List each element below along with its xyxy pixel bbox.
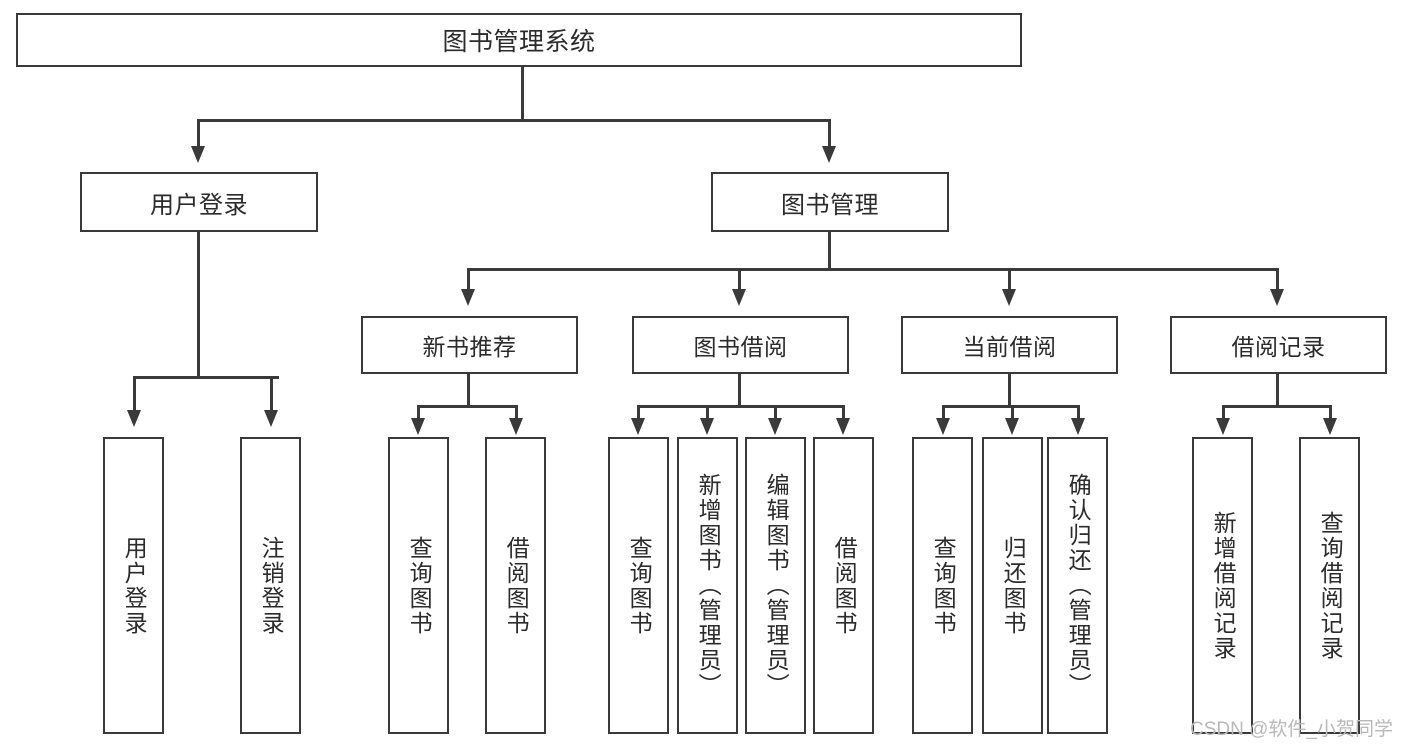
arrowhead-to-leaf-query-book-1 — [411, 418, 425, 435]
node-label: 借阅图书 — [831, 535, 858, 636]
node-label: 查询图书 — [930, 535, 957, 636]
node-label: 新增图书（管理员） — [695, 473, 722, 698]
leaf-query-book-1[interactable]: 查询图书 — [388, 437, 449, 734]
leaf-add-book-admin[interactable]: 新增图书（管理员） — [677, 437, 738, 734]
arrowhead-to-book-management — [822, 146, 836, 163]
connector-to-leaf-query-borrow-record — [1329, 405, 1332, 419]
arrowhead-to-leaf-logout-login — [264, 410, 278, 427]
node-label: 用户登录 — [150, 191, 248, 219]
leaf-user-login[interactable]: 用户登录 — [103, 437, 164, 734]
arrowhead-to-leaf-add-borrow-record — [1216, 418, 1230, 435]
connector-root-bus — [197, 119, 829, 122]
connector-book-borrow-stem — [738, 374, 741, 407]
connector-to-leaf-edit-book-admin — [774, 405, 777, 419]
connector-borrow-record-stem — [1276, 374, 1279, 407]
node-label: 借阅图书 — [503, 535, 530, 636]
node-label: 图书管理 — [781, 191, 879, 219]
arrowhead-to-borrow-record — [1270, 289, 1284, 306]
connector-to-leaf-return-book — [1011, 405, 1014, 419]
arrowhead-to-leaf-user-login — [127, 410, 141, 427]
arrowhead-to-leaf-query-borrow-record — [1323, 418, 1337, 435]
node-label: 图书借阅 — [693, 334, 788, 360]
connector-user-login-bus — [133, 376, 279, 379]
connector-current-borrow-bus — [942, 405, 1079, 408]
node-new-book-recommend[interactable]: 新书推荐 — [361, 316, 578, 374]
node-label: 注销登录 — [258, 535, 285, 636]
arrowhead-to-leaf-return-book — [1005, 418, 1019, 435]
connector-to-leaf-add-book-admin — [706, 405, 709, 419]
arrowhead-to-leaf-add-book-admin — [700, 418, 714, 435]
connector-to-leaf-query-book-2 — [637, 405, 640, 419]
leaf-add-borrow-record[interactable]: 新增借阅记录 — [1192, 437, 1253, 734]
connector-level3-bus — [467, 268, 1279, 271]
connector-to-leaf-query-book-1 — [417, 405, 420, 419]
node-book-borrow[interactable]: 图书借阅 — [632, 316, 849, 374]
node-label: 图书管理系统 — [442, 28, 596, 56]
connector-to-new-book-recommend — [467, 268, 470, 290]
node-label: 确认归还（管理员） — [1065, 473, 1092, 698]
arrowhead-to-book-borrow — [732, 289, 746, 306]
arrowhead-to-leaf-edit-book-admin — [768, 418, 782, 435]
node-label: 用户登录 — [121, 535, 148, 636]
arrowhead-to-leaf-borrow-book-1 — [509, 418, 523, 435]
connector-to-leaf-confirm-return-admin — [1077, 405, 1080, 419]
arrowhead-to-leaf-borrow-book-2 — [836, 418, 850, 435]
connector-new-book-recommend-stem — [467, 374, 470, 407]
node-label: 新书推荐 — [422, 334, 517, 360]
leaf-confirm-return-admin[interactable]: 确认归还（管理员） — [1047, 437, 1108, 734]
leaf-query-book-3[interactable]: 查询图书 — [912, 437, 973, 734]
arrowhead-to-new-book-recommend — [461, 289, 475, 306]
node-book-management[interactable]: 图书管理 — [711, 172, 949, 232]
node-label: 当前借阅 — [962, 334, 1057, 360]
leaf-logout-login[interactable]: 注销登录 — [240, 437, 301, 734]
node-label: 借阅记录 — [1231, 334, 1326, 360]
connector-current-borrow-stem — [1008, 374, 1011, 407]
connector-user-login-stem — [197, 232, 200, 378]
node-user-login[interactable]: 用户登录 — [80, 172, 318, 232]
connector-root-to-user-login — [197, 119, 200, 147]
node-label: 查询图书 — [406, 535, 433, 636]
arrowhead-to-leaf-query-book-3 — [936, 418, 950, 435]
leaf-borrow-book-1[interactable]: 借阅图书 — [485, 437, 546, 734]
node-root-system[interactable]: 图书管理系统 — [16, 13, 1022, 67]
arrowhead-to-leaf-query-book-2 — [631, 418, 645, 435]
connector-book-borrow-bus — [637, 405, 843, 408]
leaf-borrow-book-2[interactable]: 借阅图书 — [813, 437, 874, 734]
connector-to-leaf-user-login — [133, 376, 136, 411]
connector-to-leaf-logout-login — [270, 376, 273, 411]
connector-book-management-stem — [828, 232, 831, 270]
connector-borrow-record-bus — [1222, 405, 1332, 408]
connector-to-leaf-query-book-3 — [942, 405, 945, 419]
connector-to-current-borrow — [1008, 268, 1011, 290]
arrowhead-to-user-login — [191, 146, 205, 163]
connector-to-leaf-borrow-book-1 — [515, 405, 518, 419]
node-label: 编辑图书（管理员） — [763, 473, 790, 698]
node-label: 归还图书 — [1000, 535, 1027, 636]
connector-to-leaf-borrow-book-2 — [842, 405, 845, 419]
node-label: 查询图书 — [626, 535, 653, 636]
node-borrow-record[interactable]: 借阅记录 — [1170, 316, 1387, 374]
connector-new-book-recommend-bus — [417, 405, 518, 408]
leaf-query-borrow-record[interactable]: 查询借阅记录 — [1299, 437, 1360, 734]
node-current-borrow[interactable]: 当前借阅 — [901, 316, 1118, 374]
connector-to-borrow-record — [1276, 268, 1279, 290]
leaf-edit-book-admin[interactable]: 编辑图书（管理员） — [745, 437, 806, 734]
leaf-return-book[interactable]: 归还图书 — [982, 437, 1043, 734]
node-label: 查询借阅记录 — [1317, 510, 1344, 661]
node-label: 新增借阅记录 — [1210, 510, 1237, 661]
leaf-query-book-2[interactable]: 查询图书 — [608, 437, 669, 734]
connector-root-stem — [521, 67, 524, 120]
arrowhead-to-leaf-confirm-return-admin — [1071, 418, 1085, 435]
csdn-watermark: CSDN @软件_小贺同学 — [1190, 719, 1393, 740]
connector-to-leaf-add-borrow-record — [1222, 405, 1225, 419]
connector-to-book-borrow — [738, 268, 741, 290]
connector-root-to-book-management — [828, 119, 831, 147]
arrowhead-to-current-borrow — [1002, 289, 1016, 306]
